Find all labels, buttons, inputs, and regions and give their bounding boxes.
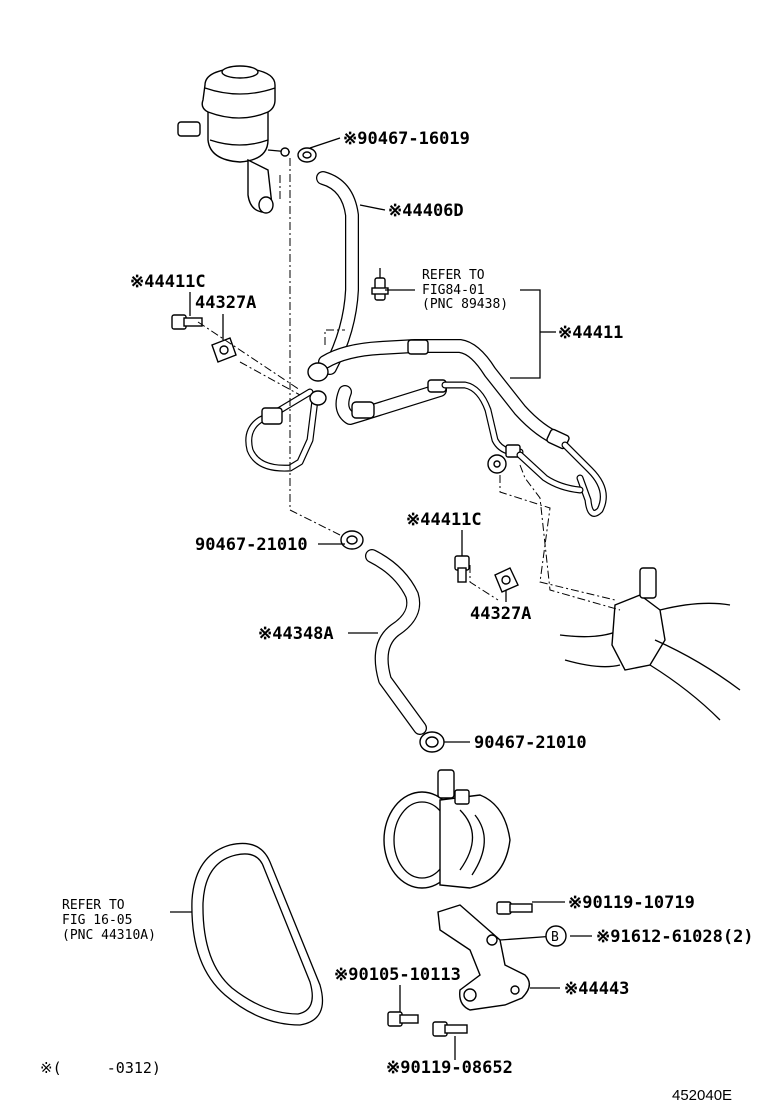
clamp-44327a-mid: [494, 567, 519, 593]
clamp-44327a-top: [211, 337, 237, 363]
label-90119-08652: ※90119-08652: [386, 1058, 513, 1078]
reservoir-tank: [177, 65, 291, 214]
return-hose-44406d: [316, 171, 359, 375]
ref-fig16-line1: REFER TO: [62, 898, 125, 913]
ref-fig84-line2: FIG84-01: [422, 283, 485, 298]
label-90467-21010-lower: 90467-21010: [474, 733, 587, 753]
label-44411: ※44411: [558, 323, 623, 343]
assembly-guide-lines: [197, 158, 621, 611]
callout-b-text: B: [551, 930, 559, 945]
label-90119-10719: ※90119-10719: [568, 893, 695, 913]
reference-note-fig16: REFER TO FIG 16-05 (PNC 44310A): [62, 898, 156, 943]
steering-gear-housing: [559, 567, 741, 721]
pump-bracket-44443: [437, 904, 530, 1011]
footnote: ※( -0312): [40, 1059, 161, 1077]
bolt-44411c-top: [171, 314, 203, 330]
label-44327a-top: 44327A: [195, 293, 256, 313]
label-44348a: ※44348A: [258, 624, 334, 644]
ref-fig84-line1: REFER TO: [422, 268, 485, 283]
hose-clamp-lower: [419, 731, 445, 753]
bolt-90119-10719: [496, 901, 533, 915]
bolt-90119-08652: [432, 1021, 468, 1037]
power-steering-pump: [383, 769, 511, 889]
hose-clamp-upper: [340, 530, 364, 550]
label-44443: ※44443: [564, 979, 629, 999]
hose-clamp-top: [297, 147, 317, 163]
label-90105-10113: ※90105-10113: [334, 965, 461, 985]
label-44406d: ※44406D: [388, 201, 464, 221]
label-90467-21010-upper: 90467-21010: [195, 535, 308, 555]
suction-hose-44348a: [365, 549, 427, 735]
label-91612-61028: ※91612-61028(2): [596, 927, 754, 947]
bolt-44411c-mid: [454, 555, 470, 583]
v-ribbed-belt: [191, 842, 324, 1026]
callout-b: B: [545, 925, 567, 947]
bolt-90105-10113: [387, 1011, 419, 1027]
pressure-tube-assembly-44411: [245, 339, 607, 517]
ref-fig16-line3: (PNC 44310A): [62, 928, 156, 943]
ref-fig16-line2: FIG 16-05: [62, 913, 132, 928]
label-90467-16019: ※90467-16019: [343, 129, 470, 149]
ref-fig84-line3: (PNC 89438): [422, 297, 508, 312]
label-44411c-top: ※44411C: [130, 272, 206, 292]
figure-id: 452040E: [672, 1087, 732, 1104]
label-44411c-mid: ※44411C: [406, 510, 482, 530]
pressure-switch-fitting: [371, 268, 389, 301]
label-44327a-mid: 44327A: [470, 604, 531, 624]
reference-note-fig84: REFER TO FIG84-01 (PNC 89438): [422, 268, 508, 312]
leader-lines: [170, 137, 592, 1060]
